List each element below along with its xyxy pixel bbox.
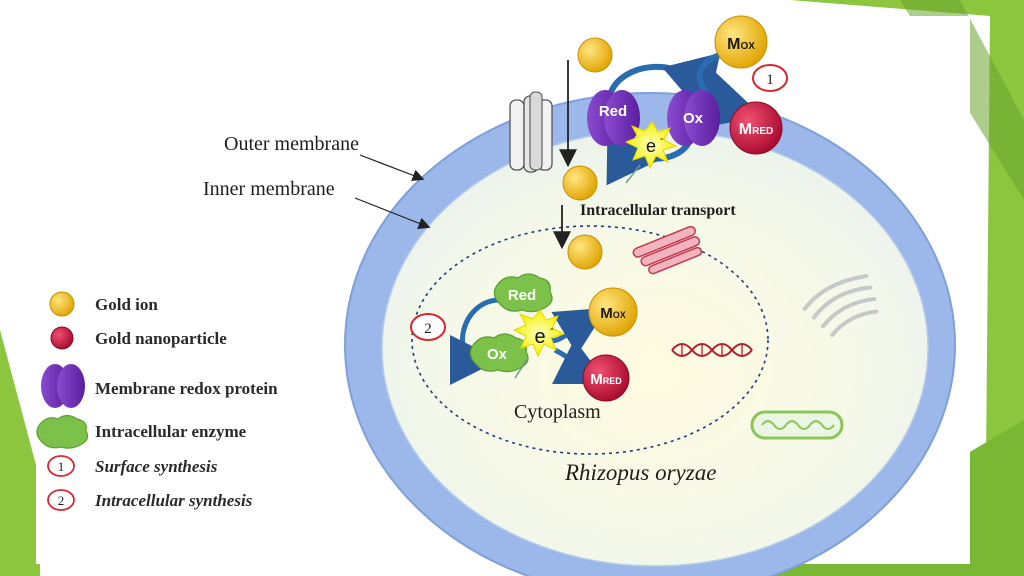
surface-step-marker: 1 (752, 64, 788, 92)
outer-membrane-label: Outer membrane (224, 133, 359, 155)
surface-electron-label: e (646, 136, 656, 156)
intracellular-electron-sup: - (550, 323, 554, 335)
intracellular-m-ox-m: M (600, 305, 613, 322)
golgi-apparatus-icon (802, 273, 879, 337)
inner-membrane-pointer (354, 197, 431, 229)
gold-ion-icon (49, 291, 75, 317)
endoplasmic-reticulum-icon (632, 225, 703, 275)
gold-ion-cytoplasm (567, 234, 603, 270)
intracellular-synthesis-cycle: Red Ox e - MOX MRED (410, 273, 638, 402)
inner-membrane-label: Inner membrane (203, 178, 335, 200)
gold-ion-periplasm (562, 165, 598, 201)
legend-label-gold-ion: Gold ion (95, 295, 158, 314)
surface-pointer-line (625, 164, 641, 184)
intracellular-m-ox: MOX (588, 287, 638, 337)
surface-red-label: Red (599, 103, 627, 120)
svg-text:MOX: MOX (600, 305, 626, 322)
intracellular-ox-enzyme: Ox (469, 333, 529, 373)
surface-step-label: 1 (766, 72, 774, 88)
membrane-channel (509, 91, 553, 173)
svg-text:MRED: MRED (590, 371, 622, 388)
surface-ox-protein: Ox (667, 90, 720, 146)
legend-item-intracellular-enzyme: Intracellular enzyme (36, 414, 247, 449)
gold-nanoparticle-icon (50, 326, 74, 350)
surface-m-ox-sub: OX (740, 41, 755, 52)
intracellular-ox-label: Ox (487, 346, 508, 363)
surface-m-ox: MOX (714, 15, 768, 69)
cytoplasm-label: Cytoplasm (514, 401, 601, 423)
intracellular-m-red: MRED (582, 354, 630, 402)
intracellular-electron-flash: e - (512, 309, 566, 358)
intracellular-synthesis-marker-icon (47, 489, 75, 511)
dna-helix-icon (671, 343, 753, 357)
intracellular-red-label: Red (508, 287, 536, 304)
intracellular-electron-label: e (534, 326, 545, 348)
surface-ox-label: Ox (683, 110, 704, 127)
legend-item-surface-synthesis: 1 Surface synthesis (47, 455, 218, 477)
outer-membrane-pointer (359, 154, 425, 182)
green-accent-left (0, 330, 40, 576)
svg-text:MOX: MOX (727, 36, 755, 53)
surface-red-protein: Red (587, 90, 640, 146)
intracellular-step-label: 2 (424, 321, 432, 337)
intracellular-pointer-line (514, 357, 529, 379)
surface-m-ox-m: M (727, 36, 740, 53)
legend-marker-1: 1 (58, 459, 65, 474)
legend-label-gold-nanoparticle: Gold nanoparticle (95, 329, 227, 348)
surface-m-red: MRED (729, 101, 783, 155)
cytoplasm-boundary (411, 225, 769, 455)
surface-synthesis-cycle: Red Ox e - MOX MRED (587, 15, 788, 186)
intracellular-m-red-m: M (590, 371, 603, 388)
legend-item-gold-nanoparticle: Gold nanoparticle (50, 326, 227, 350)
intracellular-red-enzyme: Red (493, 273, 553, 313)
legend-item-gold-ion: Gold ion (49, 291, 158, 317)
legend-marker-2: 2 (58, 493, 65, 508)
organism-label: Rhizopus oryzae (564, 460, 716, 485)
legend-label-intracellular-enzyme: Intracellular enzyme (95, 422, 247, 441)
gold-ion-outside (577, 37, 613, 73)
legend-label-surface-synthesis: Surface synthesis (95, 457, 218, 476)
legend-label-intracellular-synthesis: Intracellular synthesis (94, 491, 253, 510)
intracellular-m-ox-sub: OX (613, 310, 626, 320)
legend-item-intracellular-synthesis: 2 Intracellular synthesis (47, 489, 253, 511)
surface-electron-flash: e - (624, 121, 678, 170)
intracellular-step-marker: 2 (410, 313, 446, 341)
intracellular-enzyme-icon (36, 414, 89, 449)
surface-electron-sup: - (660, 133, 664, 145)
legend: Gold ion Gold nanoparticle Membrane redo… (36, 291, 278, 511)
mitochondrion-icon (750, 410, 844, 440)
surface-m-red-m: M (739, 121, 752, 138)
legend-label-membrane-redox-protein: Membrane redox protein (95, 379, 278, 398)
svg-text:MRED: MRED (739, 121, 773, 138)
membrane-redox-protein-icon (41, 364, 85, 408)
intracellular-transport-label: Intracellular transport (580, 202, 736, 219)
legend-item-membrane-redox-protein: Membrane redox protein (41, 364, 278, 408)
surface-synthesis-marker-icon (47, 455, 75, 477)
surface-m-red-sub: RED (752, 126, 773, 137)
intracellular-m-red-sub: RED (603, 376, 623, 386)
